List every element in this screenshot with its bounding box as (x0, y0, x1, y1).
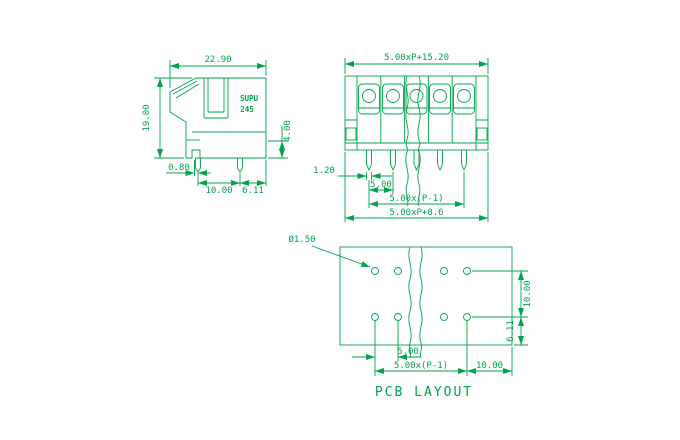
dim-height-label: 19.00 (142, 104, 152, 131)
dim-pin-offset-label: 0.80 (168, 163, 190, 173)
clamp-unit-2 (382, 83, 404, 115)
ext-lines-pin-len (268, 140, 288, 159)
hole-callout-arrow (311, 245, 371, 268)
dim-hole-label: Ø1.50 (288, 234, 315, 245)
pcb-hole (371, 313, 379, 321)
ext-lines-pin-offset (194, 160, 199, 186)
front-cheek-walls (345, 76, 488, 150)
break-line-pcb-2 (419, 246, 423, 359)
pcb-board-outline (339, 246, 513, 346)
brand-label: SUPU (240, 94, 259, 103)
front-right-latch (476, 127, 488, 141)
pcb-hole (394, 267, 402, 275)
pcb-hole (440, 313, 448, 321)
dim-pcb-pitch-label: 5.00 (397, 347, 419, 357)
drawing-title: PCB LAYOUT (375, 385, 473, 400)
dim-span-label: 5.00x(P-1) (389, 194, 443, 204)
ext-lines-row-pitch (239, 160, 267, 186)
dim-width-label: 22.90 (204, 55, 231, 65)
dim-body-width-label: 5.00xP+8.6 (389, 208, 443, 218)
front-body-outline (344, 75, 489, 151)
pcb-hole (463, 313, 471, 321)
break-line-front-1 (405, 75, 409, 207)
dim-pin-width-label: 1.20 (313, 166, 335, 176)
dim-edge-label: 6.11 (242, 186, 264, 196)
pcb-hole (440, 267, 448, 275)
dim-total-width-label: 5.00xP+15.20 (384, 53, 449, 63)
clamp-unit-3 (405, 83, 428, 115)
side-view: SUPU 245 22.90 19.00 4.00 0.80 10 (142, 55, 293, 196)
brand-model-label: 245 (240, 105, 254, 114)
break-line-pcb-1 (408, 246, 412, 359)
clamp-unit-4 (429, 83, 451, 115)
clamp-unit-1 (358, 83, 380, 115)
pcb-hole (394, 313, 402, 321)
ext-lines-body-width (344, 152, 489, 222)
dim-pcb-row-pitch-label: 10.00 (523, 280, 533, 307)
front-view: 5.00xP+15.20 1.20 5.00 5.00x(P-1) 5.00xP… (313, 53, 489, 222)
dim-pitch-label: 5.00 (370, 180, 392, 190)
pcb-hole (371, 267, 379, 275)
dim-row-pitch-label: 10.00 (205, 186, 232, 196)
dim-pcb-span-label: 5.00x(P-1) (394, 361, 448, 371)
front-pins (366, 149, 467, 172)
dim-pin-len-label: 4.00 (283, 120, 293, 142)
pcb-holes-bottom-row (371, 313, 471, 321)
dim-pcb-margin-label: 10.00 (476, 361, 503, 371)
ext-lines-pin-width (366, 172, 372, 180)
side-pin-2 (237, 157, 243, 173)
clamp-unit-5 (453, 83, 475, 115)
break-line-front-2 (417, 75, 421, 207)
pcb-hole (463, 267, 471, 275)
ext-lines-pcb-bottom (374, 321, 513, 376)
pcb-holes-top-row (371, 267, 471, 275)
side-pin-1 (195, 157, 201, 173)
ext-lines-pcb-right (472, 270, 528, 346)
side-lever-detail (172, 80, 200, 99)
front-left-latch (345, 127, 357, 141)
pcb-layout-view: Ø1.50 10.00 6.11 5.00 5.00x(P-1) 10.00 (288, 234, 533, 376)
side-lever-slot (203, 78, 229, 119)
side-body-outline (169, 77, 267, 159)
front-unit-dividers (380, 76, 453, 143)
dim-pcb-edge-label: 6.11 (506, 320, 516, 342)
